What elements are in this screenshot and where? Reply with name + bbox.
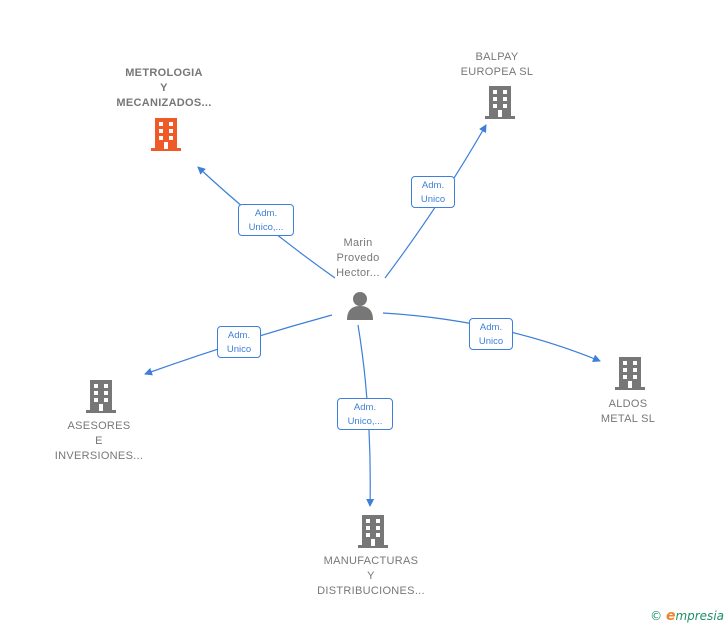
building-icon-balpay[interactable] bbox=[485, 86, 515, 119]
edge-label-manufacturas[interactable]: Adm. Unico,... bbox=[337, 398, 393, 430]
building-icon-metrologia[interactable] bbox=[151, 118, 181, 151]
copyright-symbol: © bbox=[650, 609, 663, 623]
brand-e-mark: e bbox=[665, 608, 676, 624]
edge-label-metrologia[interactable]: Adm. Unico,... bbox=[238, 204, 294, 236]
person-icon[interactable] bbox=[347, 292, 373, 320]
company-label-balpay[interactable]: BALPAY EUROPEA SL bbox=[460, 51, 534, 78]
building-icon-manufacturas[interactable] bbox=[358, 515, 388, 548]
person-label[interactable]: Marin Provedo Hector... bbox=[336, 237, 380, 279]
company-label-manufacturas[interactable]: MANUFACTURAS Y DISTRIBUCIONES... bbox=[317, 555, 425, 597]
brand-name: mpresia bbox=[675, 609, 724, 623]
edge-label-balpay[interactable]: Adm. Unico bbox=[411, 176, 455, 208]
edge-label-asesores[interactable]: Adm. Unico bbox=[217, 326, 261, 358]
company-label-asesores[interactable]: ASESORES E INVERSIONES... bbox=[54, 420, 144, 462]
building-icon-aldos[interactable] bbox=[615, 357, 645, 390]
empresia-logo[interactable]: © empresia bbox=[650, 608, 724, 624]
building-icon-asesores[interactable] bbox=[86, 380, 116, 413]
company-label-metrologia[interactable]: METROLOGIA Y MECANIZADOS... bbox=[116, 67, 212, 109]
edge-label-aldos[interactable]: Adm. Unico bbox=[469, 318, 513, 350]
company-label-aldos[interactable]: ALDOS METAL SL bbox=[600, 398, 656, 425]
